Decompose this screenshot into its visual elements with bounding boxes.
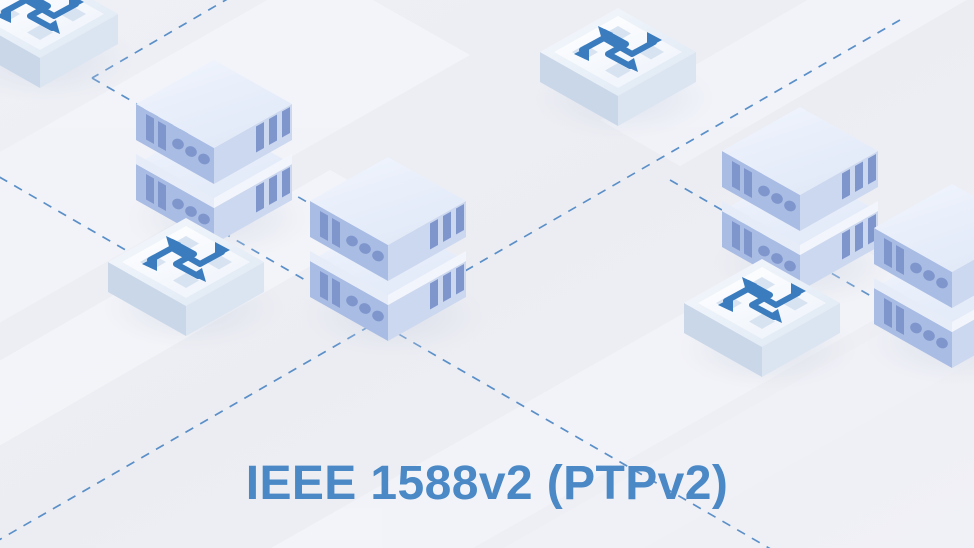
ptp-link-x-up xyxy=(0,19,901,541)
